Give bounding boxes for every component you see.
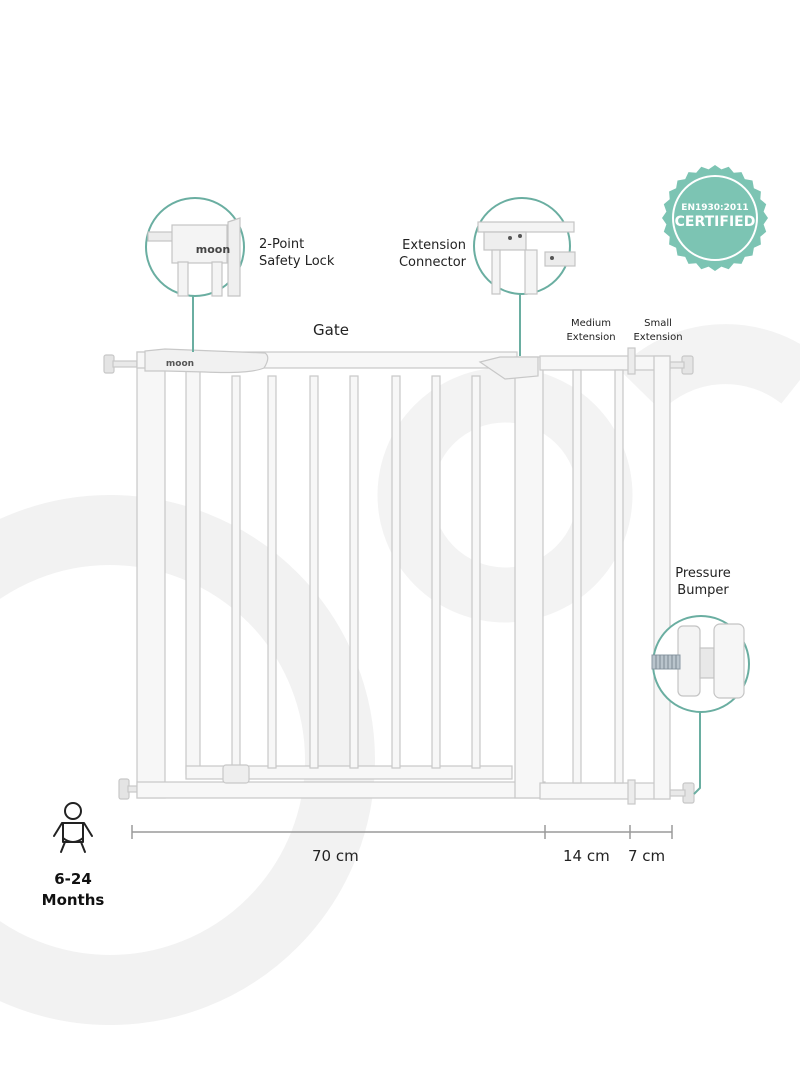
extension-top-rail [539,355,671,371]
medium-extension-label-line2: Extension [566,332,616,343]
extension-connector-label-line1: Extension [402,238,466,253]
certified-badge: EN1930:2011 CERTIFIED [662,165,768,271]
medium-extension-label: Medium Extension [558,317,624,345]
extension-connector-plate [478,356,539,380]
door-left-stile [185,367,201,775]
gate-left-post [136,351,166,799]
safety-lock-label: 2-Point Safety Lock [259,236,334,270]
bumper-leader [693,710,701,795]
gate-right-post [514,356,544,799]
small-extension-label-line1: Small [644,318,672,329]
age-range: 6-24 Months [28,869,118,911]
pressure-bumper-callout [651,615,750,713]
small-extension-label-line2: Extension [633,332,683,343]
pressure-bumper-label-line2: Bumper [677,583,729,598]
baby-icon [53,802,93,853]
age-range-value: 6-24 [54,870,92,888]
measurement-gate: 70 cm [312,847,359,865]
extension-connector-callout [473,197,576,295]
extension-connector-label: Extension Connector [399,237,466,271]
badge-standard-text: EN1930:2011 [681,203,748,213]
gate-label: Gate [313,321,349,339]
door-hinge [222,764,250,784]
brand-logo-callout: moon [196,243,230,256]
safety-lock-callout: moon [145,197,245,297]
door-bars [231,375,481,769]
measurement-small: 7 cm [628,847,666,865]
extension-bottom-rail [539,782,671,800]
extension-connector-label-line2: Connector [398,255,466,270]
gate-bottom-rail [136,781,546,799]
door-bottom-rail [185,765,513,780]
brand-logo-gate: moon [166,359,194,369]
measurement-line [131,825,673,839]
extension-bars [572,369,624,784]
safety-lock-label-line2: Safety Lock [259,254,335,269]
pressure-knob-top-left [103,354,138,374]
small-extension-label: Small Extension [625,317,691,345]
safety-lock-label-line1: 2-Point [259,237,305,252]
pressure-bumper-label: Pressure Bumper [650,565,756,599]
pressure-knob-top-right [667,355,694,375]
age-range-unit: Months [41,891,105,909]
measurement-medium: 14 cm [563,847,610,865]
medium-extension-label-line1: Medium [571,318,611,329]
badge-certified-text: CERTIFIED [675,214,756,230]
extension-joint [627,347,636,375]
safety-lock-latch [144,348,269,374]
pressure-knob-bottom-left [118,778,143,800]
pressure-bumper-label-line1: Pressure [675,566,731,581]
